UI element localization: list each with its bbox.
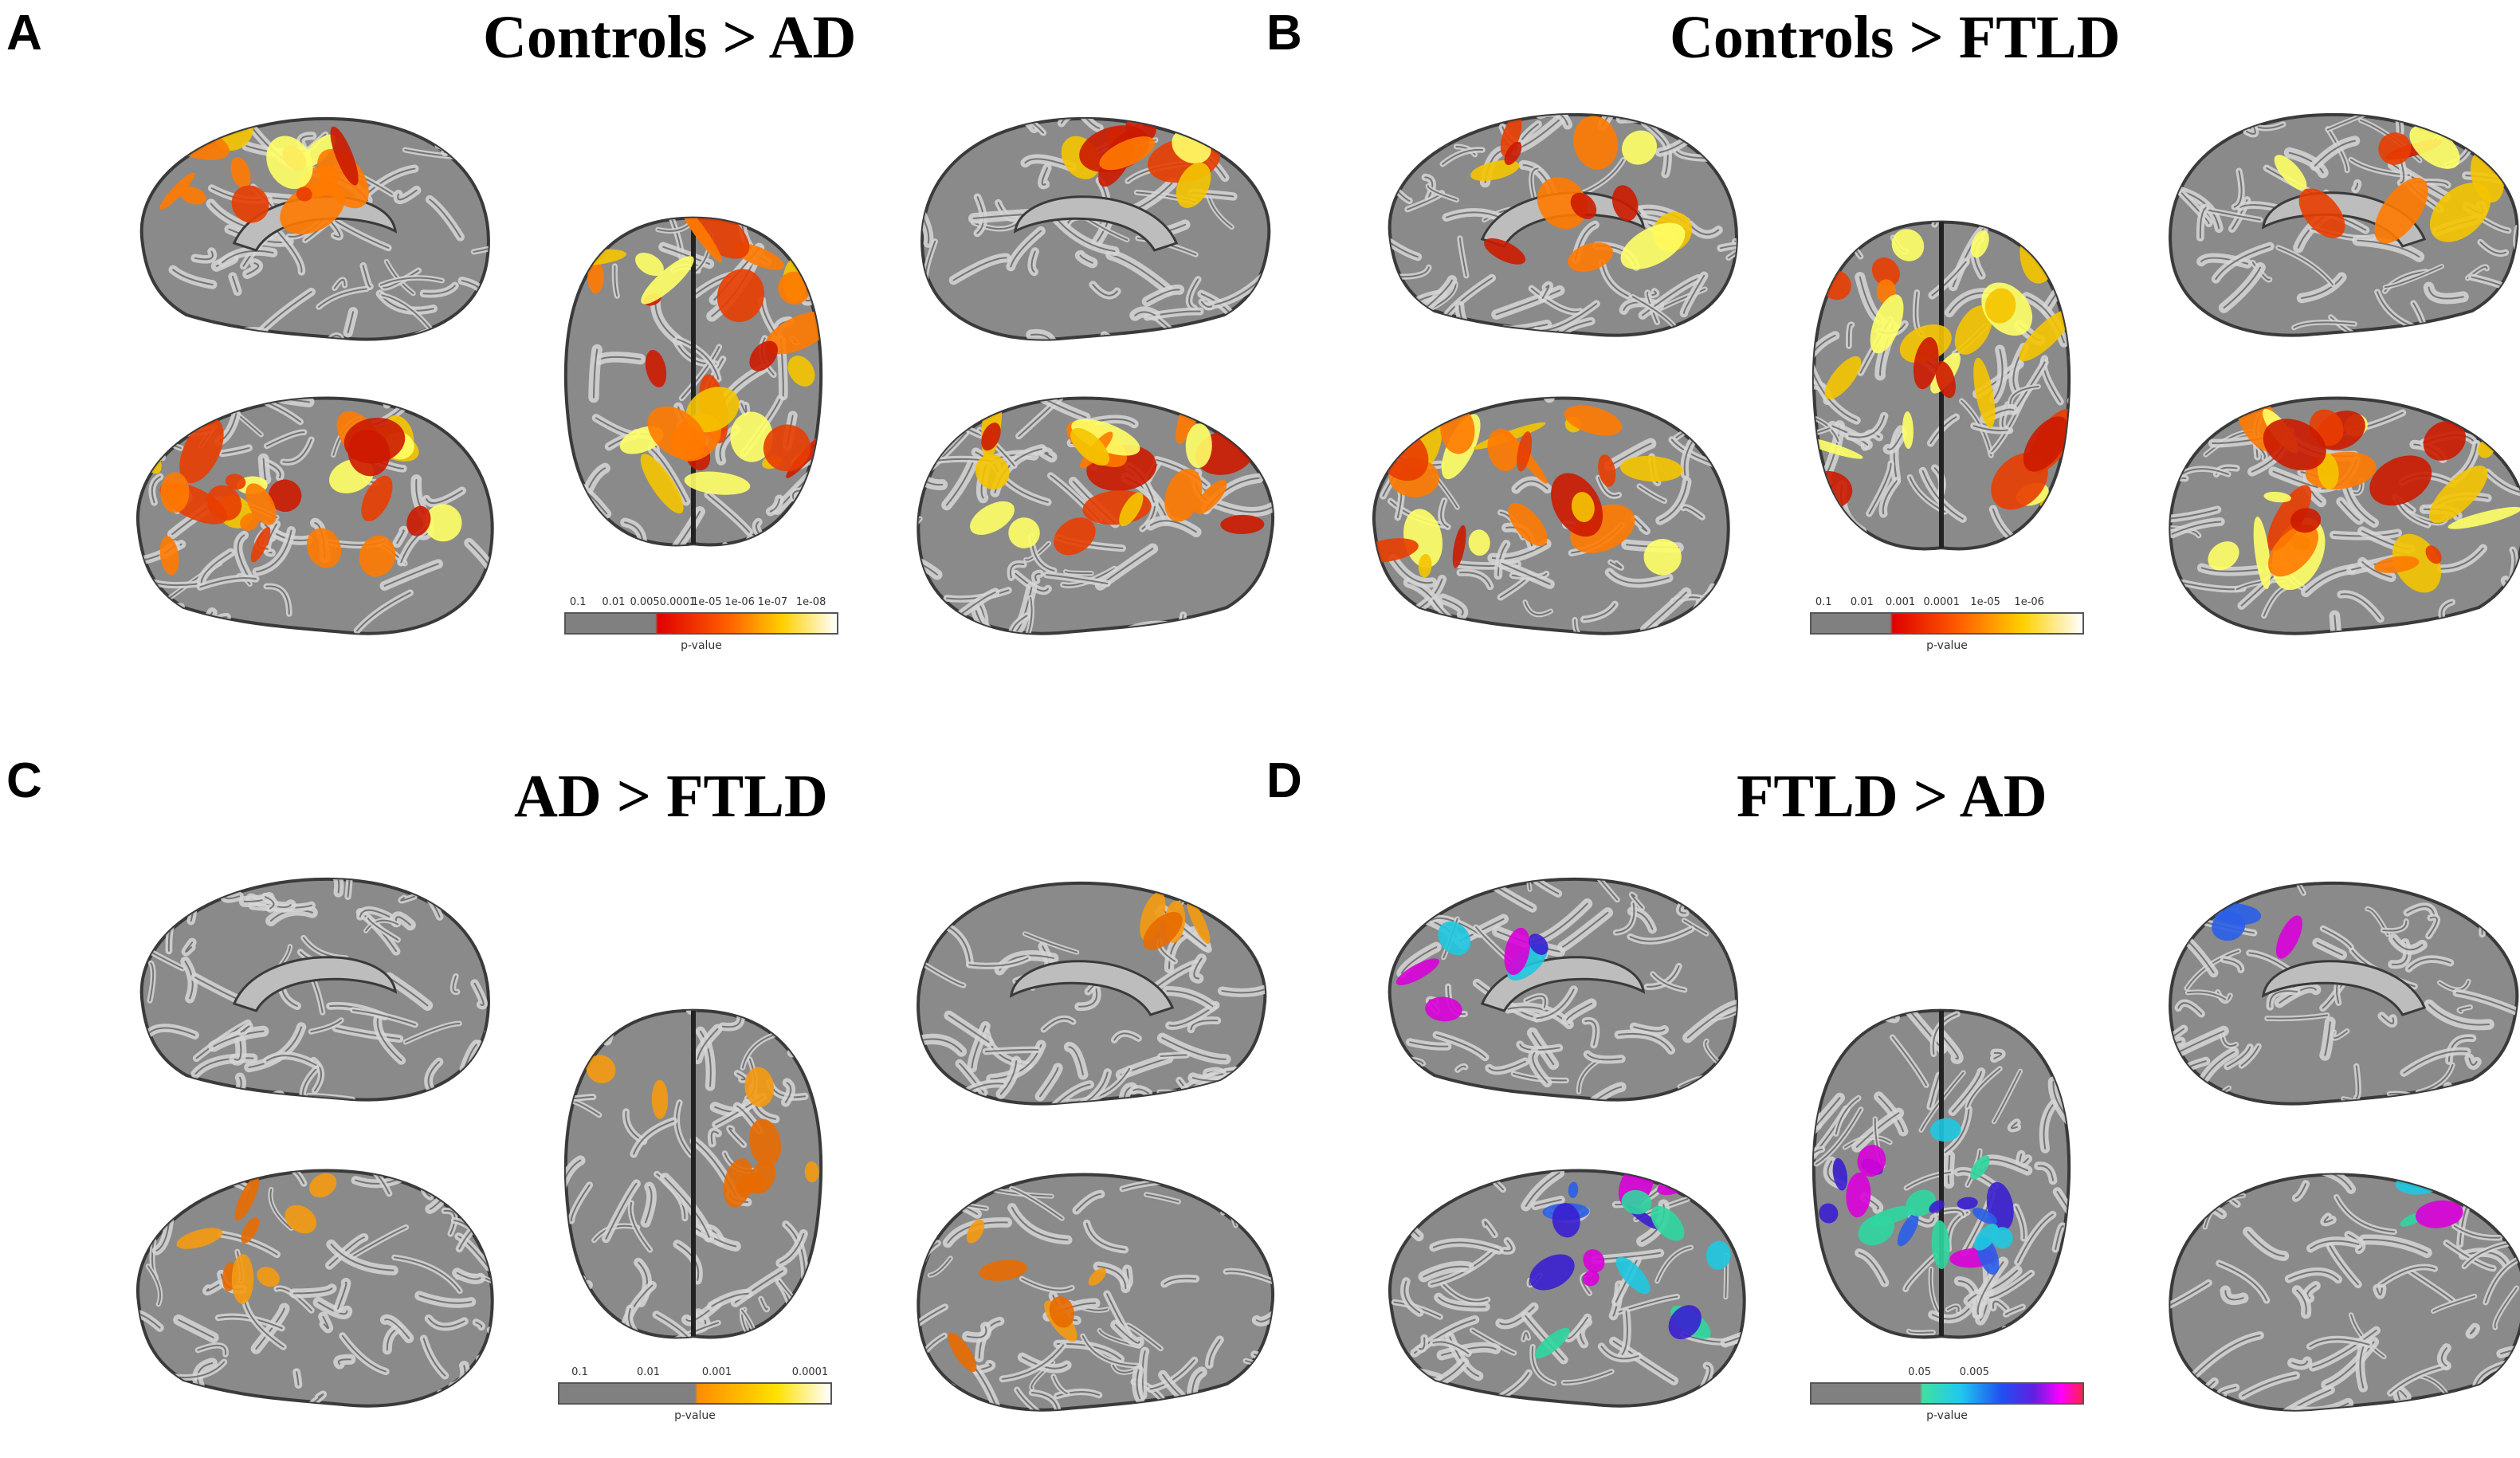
colorbar-tick-label: 0.1 (571, 1366, 588, 1378)
medial-right-brain (920, 116, 1271, 341)
panel-letter: A (6, 6, 42, 61)
colorbar-tick-label: 1e-05 (1970, 596, 2000, 608)
colorbar-tick-label: 0.05 (1908, 1366, 1932, 1378)
lateral-left-brain (1372, 396, 1730, 635)
colorbar-ticks: 0.1 0.01 0.001 0.0001 1e-05 1e-06 (1810, 596, 2084, 612)
medial-right-brain (917, 881, 1267, 1106)
colorbar-gradient (1810, 1382, 2084, 1405)
lateral-left-brain (135, 1169, 494, 1408)
lateral-right-brain (2169, 1173, 2520, 1412)
colorbar-tick-label: 0.001 (701, 1366, 732, 1378)
colorbar-tick-label: 0.001 (1885, 596, 1916, 608)
dorsal-brain (1811, 220, 2071, 551)
lateral-right-brain (917, 396, 1275, 635)
medial-right-brain (2169, 881, 2519, 1106)
panel-letter: D (1266, 753, 1302, 808)
colorbar-tick-label: 0.0001 (791, 1366, 829, 1378)
colorbar-label: p-value (1926, 1409, 1968, 1422)
colorbar-tick-label: 0.0050.0001 (630, 596, 697, 608)
colorbar-tick-label: 0.01 (602, 596, 626, 608)
colorbar: 0.1 0.01 0.001 0.0001 p-value (558, 1366, 832, 1422)
colorbar-tick-label: 0.01 (637, 1366, 660, 1378)
colorbar-ticks: 0.1 0.01 0.001 0.0001 (558, 1366, 832, 1382)
colorbar-label: p-value (681, 639, 722, 652)
colorbar-gradient (564, 612, 838, 635)
colorbar-tick-label: 0.0001 (1923, 596, 1960, 608)
colorbar-label: p-value (1926, 639, 1968, 652)
medial-left-brain (1388, 877, 1738, 1102)
medial-right-brain (2169, 112, 2519, 337)
medial-left-brain (139, 877, 490, 1102)
lateral-left-brain (1388, 1169, 1746, 1408)
panel-c: C AD > FTLD 0.1 0.01 0.001 0.0001 p-value (0, 729, 1275, 1457)
medial-left-brain (139, 116, 490, 341)
lateral-right-brain (917, 1173, 1275, 1412)
panel-title: FTLD > AD (1737, 763, 2047, 830)
colorbar-tick-label: 0.005 (1959, 1366, 1989, 1378)
colorbar: 0.05 0.005 p-value (1810, 1366, 2084, 1422)
colorbar-tick-label: 1e-06 (2014, 596, 2044, 608)
lateral-right-brain (2169, 396, 2520, 635)
colorbar-tick-label: 1e-07 (757, 596, 788, 608)
colorbar-tick-label: 0.1 (569, 596, 587, 608)
colorbar: 0.1 0.01 0.001 0.0001 1e-05 1e-06 p-value (1810, 596, 2084, 652)
colorbar-tick-label: 1e-08 (795, 596, 826, 608)
colorbar-ticks: 0.05 0.005 (1810, 1366, 2084, 1382)
panel-d: D FTLD > AD 0.05 0.005 p-value (1260, 729, 2520, 1457)
colorbar-label: p-value (674, 1409, 716, 1422)
panel-title: Controls > AD (483, 4, 857, 71)
panel-b: B Controls > FTLD 0.1 0.01 0.001 0.0001 1e-0… (1260, 0, 2520, 729)
dorsal-brain (1811, 1008, 2071, 1339)
colorbar-gradient (1810, 612, 2084, 635)
colorbar-tick-label: 0.01 (1850, 596, 1874, 608)
panel-letter: B (1266, 6, 1302, 61)
dorsal-brain (563, 1008, 823, 1339)
dorsal-brain (563, 216, 823, 547)
colorbar-tick-label: 0.1 (1815, 596, 1832, 608)
panel-title: Controls > FTLD (1670, 4, 2121, 71)
panel-letter: C (6, 753, 42, 808)
colorbar-gradient (558, 1382, 832, 1405)
medial-left-brain (1388, 112, 1738, 337)
lateral-left-brain (135, 396, 494, 635)
panel-title: AD > FTLD (514, 763, 828, 830)
colorbar-tick-label: 1e-06 (724, 596, 755, 608)
colorbar-tick-label: 1e-05 (692, 596, 722, 608)
